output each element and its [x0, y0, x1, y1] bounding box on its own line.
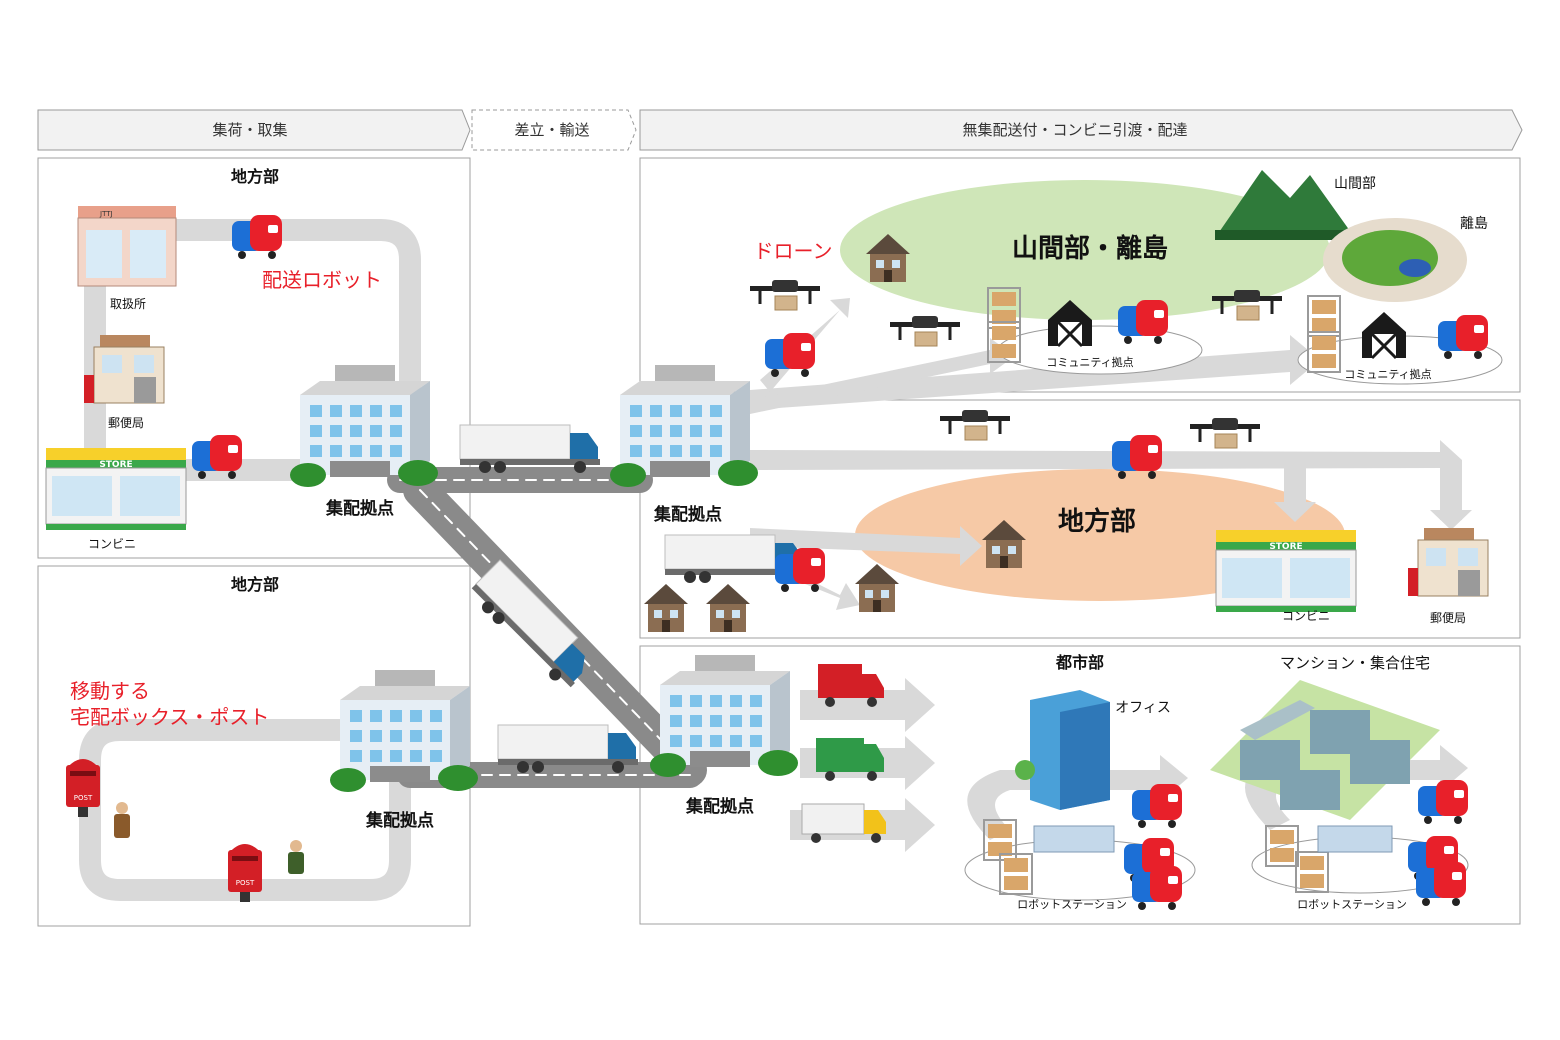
phase-bar-collect: 集荷・取集	[37, 109, 471, 151]
person-icon	[288, 840, 304, 874]
office-tower-icon	[1015, 690, 1110, 810]
post-office-label-right: 郵便局	[1430, 611, 1466, 625]
apartment-complex-icon	[1210, 680, 1440, 820]
mansion-label: マンション・集合住宅	[1280, 654, 1430, 672]
handling-office-icon: JTTJ	[77, 206, 177, 287]
delivery-van-icon	[818, 664, 884, 707]
mountain-icon	[1215, 170, 1355, 240]
moving-box-label-line1: 移動する	[70, 679, 150, 703]
robot-station-icon	[1317, 825, 1393, 853]
station2-label: ロボットステーション	[1297, 898, 1407, 911]
truck-icon	[465, 559, 600, 694]
urban-label: 都市部	[1055, 653, 1104, 672]
person-icon	[114, 802, 130, 838]
truck-icon	[459, 424, 601, 474]
robot-station-icon	[1033, 825, 1115, 853]
drone-label: ドローン	[754, 239, 833, 263]
postbox-text: POST	[236, 879, 255, 887]
mountain-island-area	[840, 180, 1330, 320]
office-sign-text: JTTJ	[99, 210, 113, 218]
local-area-label: 地方部	[1058, 506, 1136, 537]
mountain-island-area-label: 山間部・離島	[1012, 233, 1168, 264]
delivery-truck-icon	[801, 803, 886, 843]
station1-label: ロボットステーション	[1017, 898, 1127, 911]
community2-label: コミュニティ拠点	[1344, 368, 1431, 381]
left-top-region-label: 地方部	[231, 167, 279, 186]
island-icon	[1323, 218, 1467, 302]
store-sign-text: STORE	[99, 460, 132, 470]
phase-bar-transport: 差立・輸送	[471, 109, 637, 151]
left-bottom-region-label: 地方部	[231, 575, 279, 594]
hub1-label: 集配拠点	[325, 498, 394, 519]
community1-label: コミュニティ拠点	[1046, 356, 1133, 369]
phase-deliver-label: 無集配送付・コンビニ引渡・配達	[962, 121, 1187, 139]
phase-transport-label: 差立・輸送	[514, 121, 589, 139]
delivery-robot-label: 配送ロボット	[262, 268, 382, 292]
moving-box-label-line2: 宅配ボックス・ポスト	[70, 705, 269, 729]
phase-bar-deliver: 無集配送付・コンビニ引渡・配達	[639, 109, 1523, 151]
office-label: オフィス	[1115, 700, 1171, 716]
post-office-label-left: 郵便局	[108, 416, 144, 430]
mountain-label: 山間部	[1334, 176, 1376, 192]
store-sign-text: STORE	[1269, 542, 1302, 552]
convenience-label-right: コンビニ	[1282, 609, 1330, 623]
postbox-text: POST	[74, 794, 93, 802]
hub-building-icon	[610, 365, 758, 487]
island-label: 離島	[1460, 215, 1488, 232]
hub3-label: 集配拠点	[365, 810, 434, 831]
handling-office-label: 取扱所	[110, 297, 146, 311]
hub4-label: 集配拠点	[685, 796, 754, 817]
convenience-label-left: コンビニ	[88, 537, 136, 551]
delivery-van-icon	[816, 738, 884, 781]
phase-collect-label: 集荷・取集	[212, 121, 287, 139]
hub2-label: 集配拠点	[653, 504, 722, 525]
